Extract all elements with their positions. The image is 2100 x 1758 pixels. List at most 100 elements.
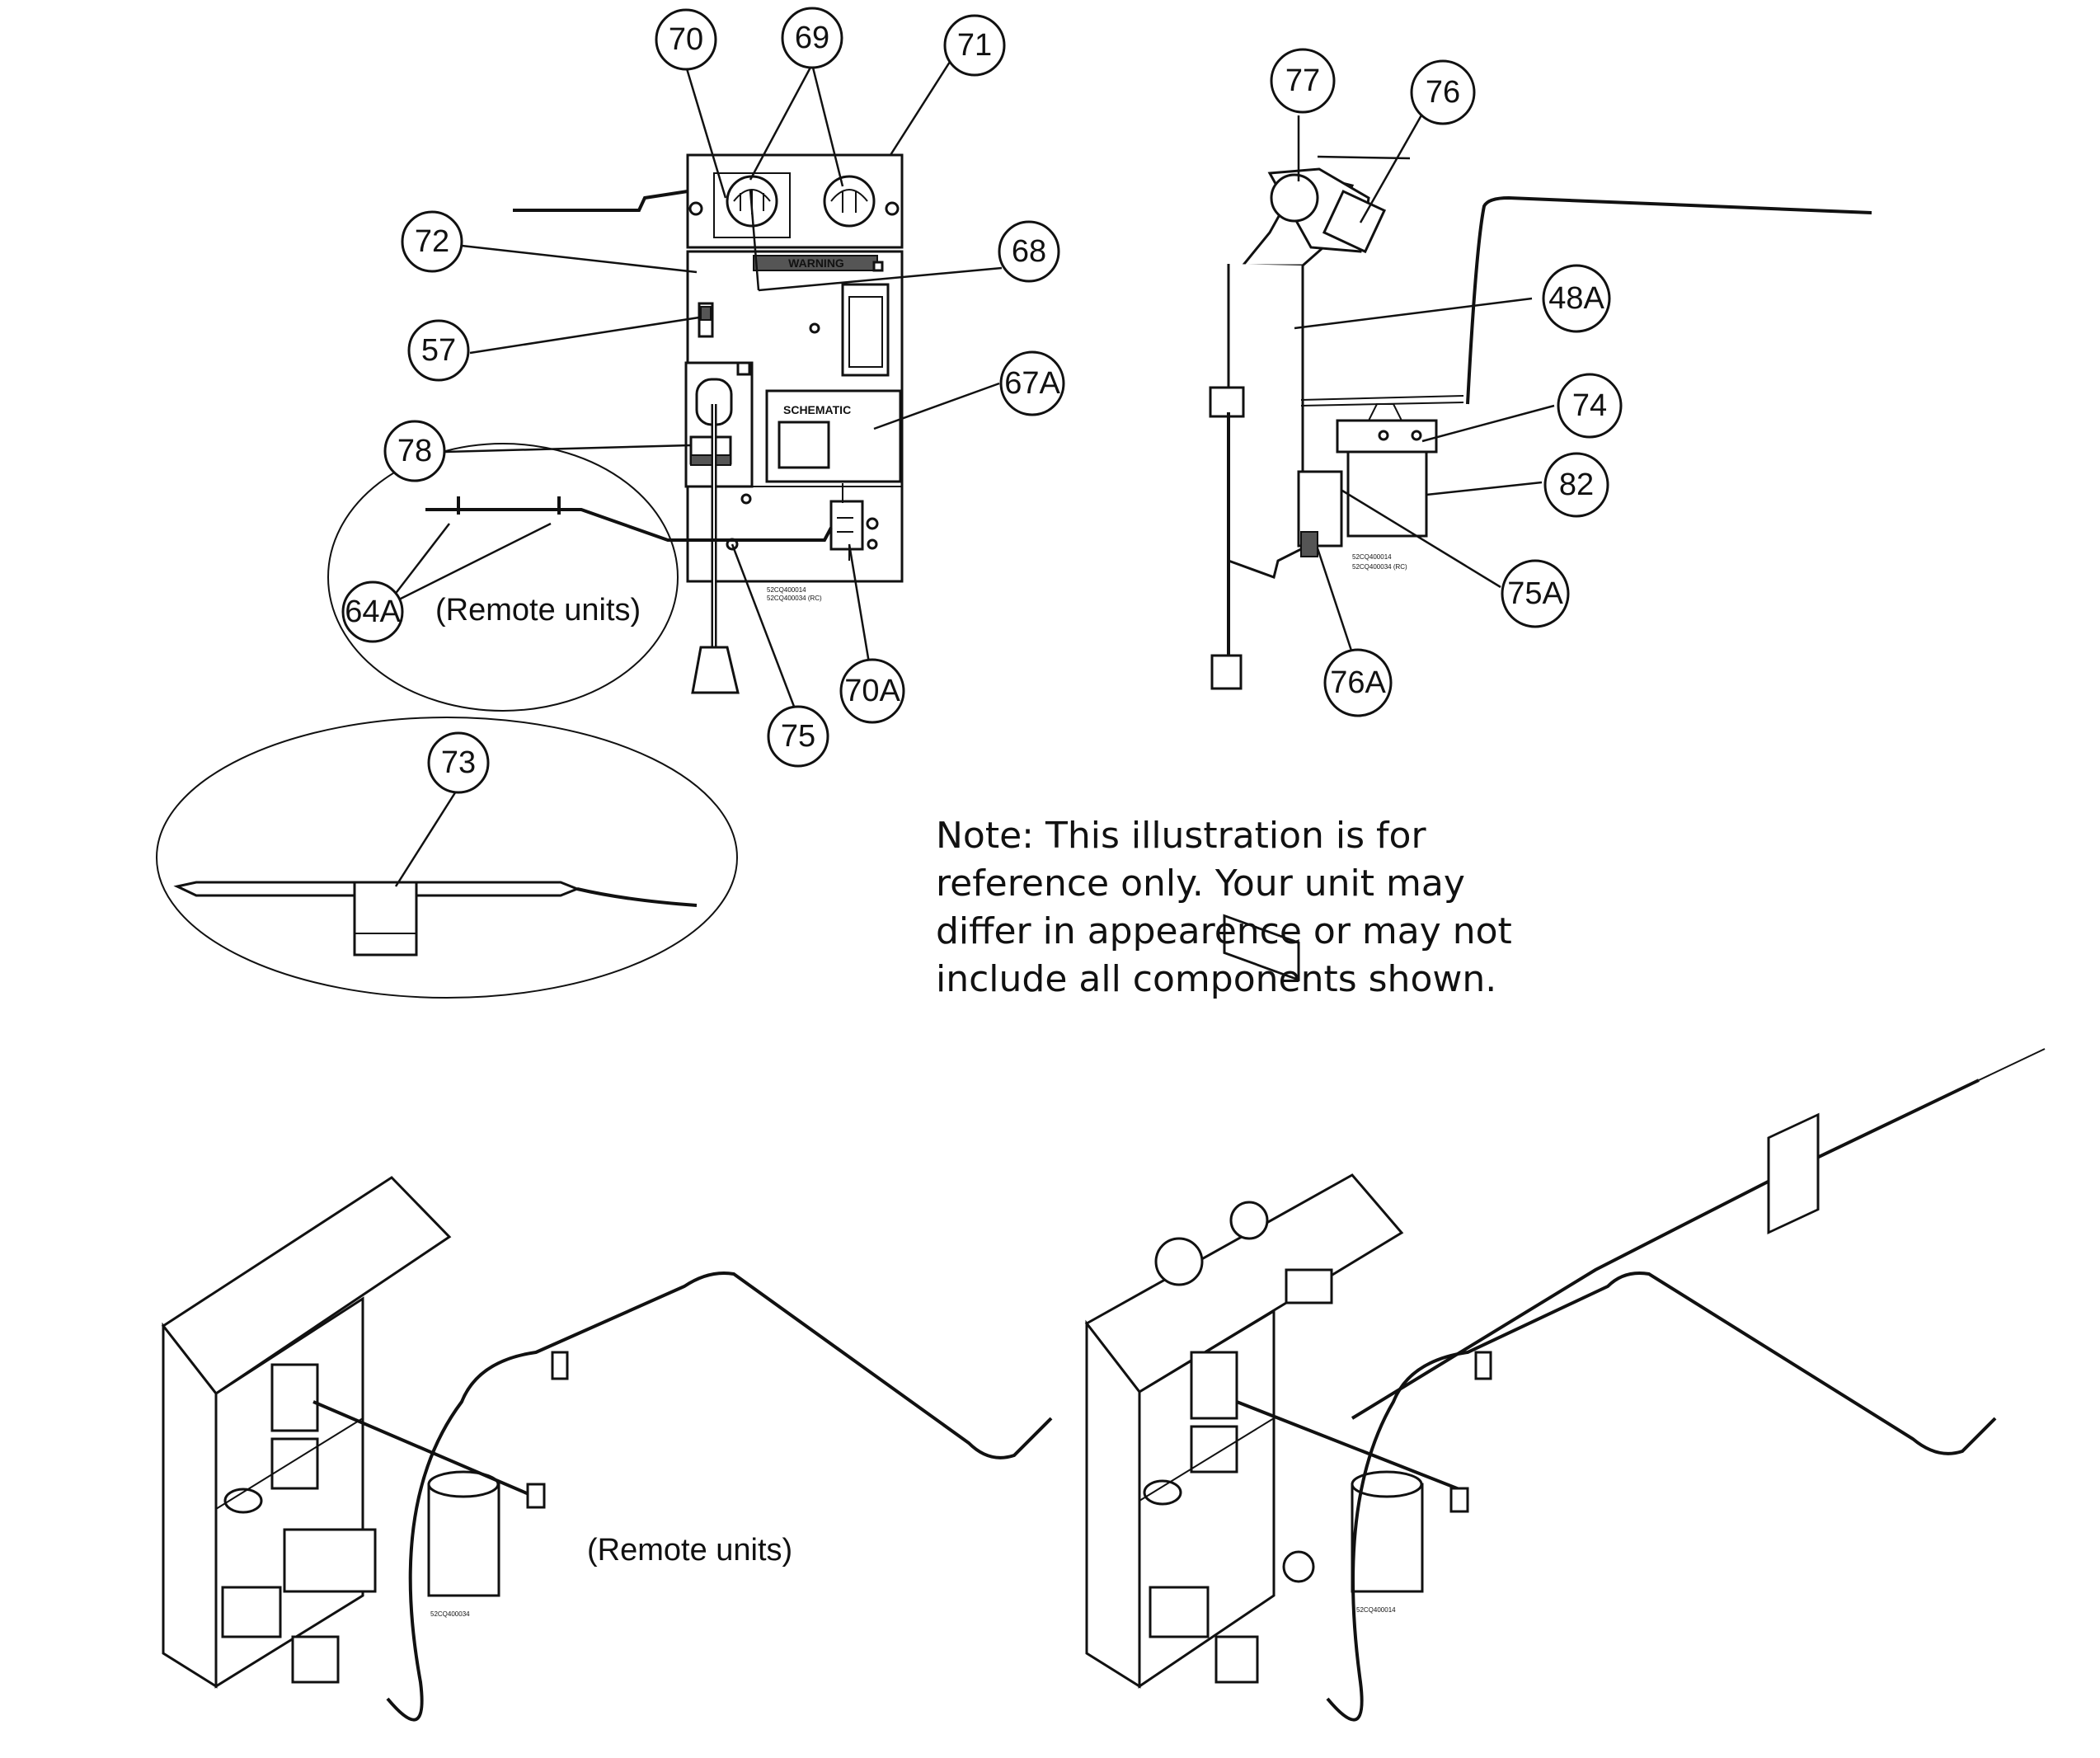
callout-64a-text: 64A <box>345 595 401 629</box>
callout-64a: 64A <box>341 581 404 643</box>
iso-left-harness <box>312 1400 545 1502</box>
callout-73: 73 <box>427 731 490 794</box>
model-number-iso-right: 52CQ400014 <box>1356 1606 1396 1614</box>
isometric-view-remote: 52CQ400034 <box>161 1176 1053 1722</box>
side-bracket <box>1209 386 1245 418</box>
callout-69: 69 <box>781 7 843 69</box>
box-screw <box>866 517 879 530</box>
callout-48a-text: 48A <box>1548 281 1604 316</box>
callout-74-text: 74 <box>1572 388 1607 423</box>
callout-70: 70 <box>655 8 717 71</box>
model-number-front-2: 52CQ400034 (RC) <box>767 595 822 602</box>
iso-left-capacitor <box>427 1483 500 1597</box>
power-cord-plug <box>691 646 740 694</box>
box-screw <box>867 538 878 550</box>
callout-76: 76 <box>1410 59 1476 125</box>
terminal-window <box>841 283 890 377</box>
callout-78: 78 <box>383 420 446 482</box>
callout-68-text: 68 <box>1012 234 1046 269</box>
callout-76a-text: 76A <box>1330 665 1386 700</box>
front-view-control-box: WARNING SCHEMATIC 52CQ400014 52CQ400034 … <box>425 153 904 694</box>
iso-left-capillary <box>386 1271 1053 1722</box>
iso-right-capillary <box>1326 1271 1997 1722</box>
sensor-detail <box>156 717 738 999</box>
iso-right-relay <box>1190 1351 1238 1420</box>
callout-70a-text: 70A <box>844 674 900 708</box>
thermistor-lead <box>425 508 833 542</box>
callout-75: 75 <box>767 705 829 768</box>
schematic-window <box>778 421 830 469</box>
iso-right-knob <box>1143 1479 1182 1506</box>
iso-left-terminal <box>283 1528 377 1593</box>
box-screw <box>872 261 884 272</box>
relay-clip <box>736 361 751 376</box>
box-screw <box>809 322 820 334</box>
callout-48a: 48A <box>1542 264 1611 333</box>
callout-68: 68 <box>998 220 1060 283</box>
box-screw <box>740 493 752 505</box>
iso-right-capacitor <box>1351 1483 1424 1593</box>
callout-82-text: 82 <box>1559 468 1594 502</box>
warning-label-text: WARNING <box>788 256 844 270</box>
side-capillary <box>1466 195 1872 405</box>
callout-75-text: 75 <box>781 719 815 754</box>
iso-left-relay <box>270 1437 319 1490</box>
iso-right-dial <box>1229 1201 1269 1240</box>
side-plug <box>1210 654 1243 690</box>
callout-74: 74 <box>1557 373 1623 439</box>
model-number-side-1: 52CQ400014 <box>1352 553 1392 561</box>
callout-73-text: 73 <box>441 745 476 780</box>
callout-57: 57 <box>407 319 470 382</box>
iso-right-relay-small <box>1214 1635 1259 1684</box>
relay-75a <box>1297 470 1343 548</box>
model-number-front-1: 52CQ400014 <box>767 586 806 594</box>
callout-67a-text: 67A <box>1004 366 1060 401</box>
schematic-label: SCHEMATIC <box>783 403 851 416</box>
model-number-side-2: 52CQ400034 (RC) <box>1352 563 1407 571</box>
callout-67a: 67A <box>999 350 1065 416</box>
iso-left-relay <box>270 1363 319 1432</box>
leader-lines <box>385 61 1555 887</box>
iso-right-grommet <box>1282 1550 1315 1583</box>
callout-69-text: 69 <box>795 21 829 55</box>
terminal-window-inner <box>848 296 883 368</box>
reference-note: Note: This illustration is for reference… <box>936 812 1529 1004</box>
callout-76a: 76A <box>1323 648 1393 717</box>
callout-82: 82 <box>1543 452 1609 518</box>
remote-units-label-top: (Remote units) <box>435 593 641 628</box>
side-terminal <box>1223 914 1300 982</box>
control-knob-right <box>823 175 876 228</box>
callout-70-text: 70 <box>669 22 703 57</box>
relay-76a <box>1300 531 1318 557</box>
relay-78-base <box>690 454 731 466</box>
sensor-clip-73 <box>353 881 418 957</box>
callout-71-text: 71 <box>957 28 992 63</box>
callout-75a: 75A <box>1501 559 1570 628</box>
side-view-control-box: 52CQ400014 52CQ400034 (RC) <box>1209 167 1872 982</box>
iso-right-harness <box>1236 1400 1468 1494</box>
callout-70a: 70A <box>839 658 905 724</box>
iso-right-switch <box>1285 1268 1333 1304</box>
iso-left-dial <box>223 1488 263 1514</box>
remote-units-ellipse <box>327 443 679 712</box>
isometric-view-standard: 52CQ400014 <box>1084 1048 2046 1722</box>
callout-57-text: 57 <box>421 333 456 368</box>
callout-78-text: 78 <box>397 434 432 468</box>
callout-76-text: 76 <box>1426 75 1460 110</box>
iso-left-switch <box>221 1586 282 1638</box>
iso-right-sensor-clip <box>1767 1112 1820 1234</box>
model-number-iso-left: 52CQ400034 <box>430 1610 470 1618</box>
iso-right-terminal <box>1149 1586 1210 1638</box>
callout-71: 71 <box>943 14 1006 77</box>
note-line-4: include all components shown. <box>936 958 1497 1000</box>
callout-77-text: 77 <box>1285 63 1320 98</box>
iso-right-thermostat <box>1154 1237 1204 1286</box>
terminal-block-70a <box>829 500 864 551</box>
rocker-switch-toggle <box>700 306 712 321</box>
callout-77: 77 <box>1270 48 1336 114</box>
note-line-3: differ in appearence or may not <box>936 910 1512 952</box>
sensor-ellipse <box>156 717 738 999</box>
knob-bracket <box>713 172 791 238</box>
callout-72-text: 72 <box>415 224 449 259</box>
